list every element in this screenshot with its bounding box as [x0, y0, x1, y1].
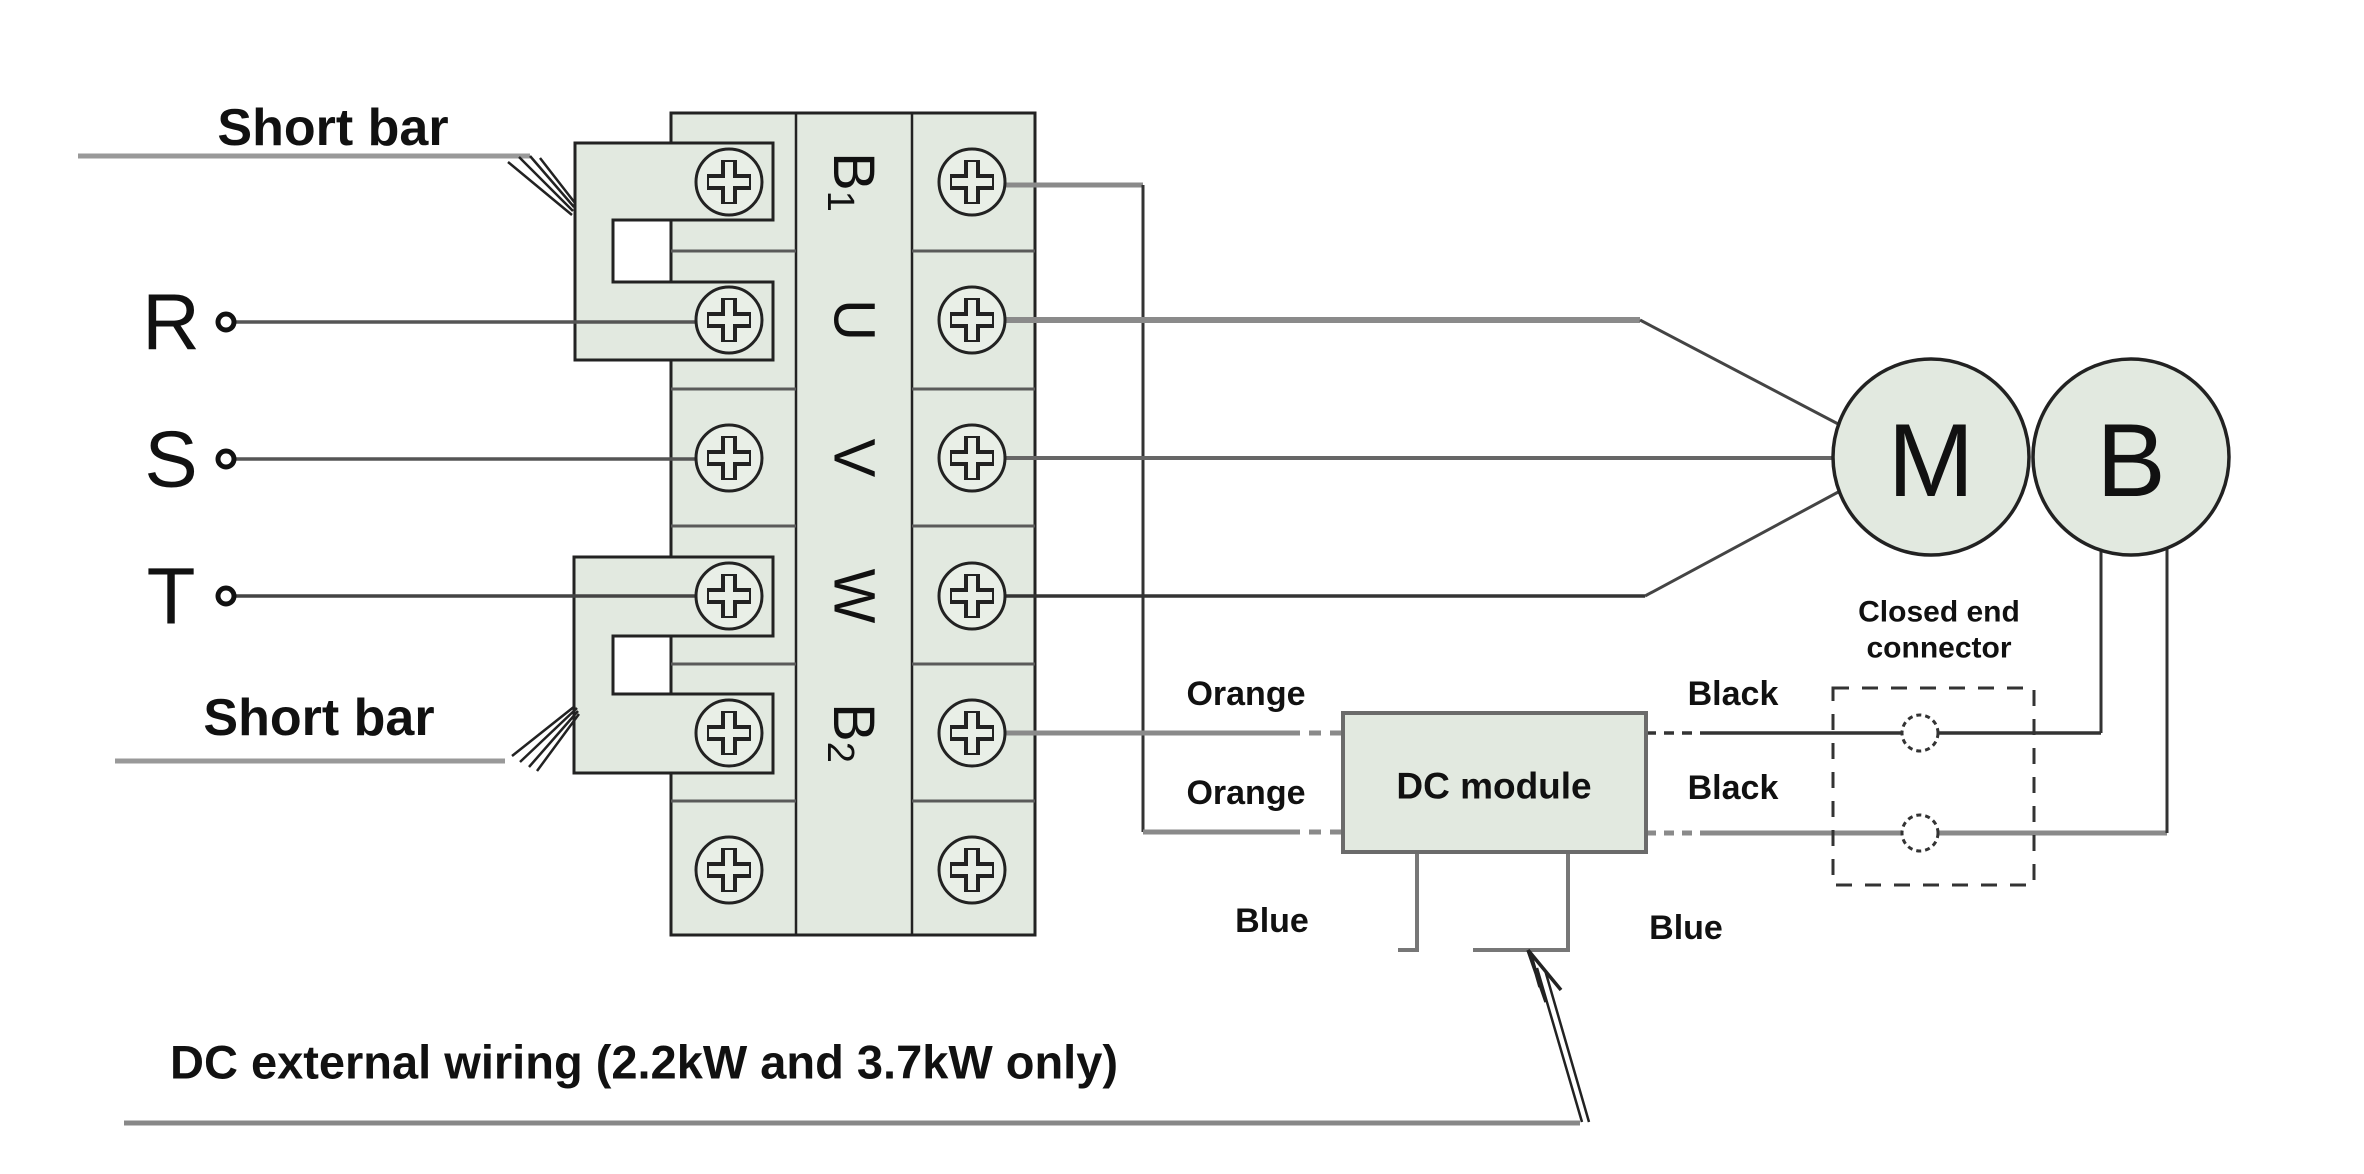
t-input-label: T [147, 552, 196, 641]
dc-module: DC module [1341, 711, 1648, 854]
diagram-labels: Short bar Short bar Orange Orange Black … [170, 99, 1778, 1089]
motor-and-brake: M B [1831, 357, 2231, 557]
screw-icon [696, 287, 762, 353]
brake-circle [2031, 357, 2231, 557]
motor-circle [1831, 357, 2031, 557]
black-wire-label-bottom: Black [1688, 769, 1779, 807]
orange-wire-label-bottom: Orange [1186, 774, 1305, 812]
screw-icon [939, 425, 1005, 491]
short-bar-top-label: Short bar [217, 99, 448, 157]
u-motor-wire-diagonal [1639, 318, 1843, 428]
terminal-label-v: V [822, 439, 887, 478]
terminal-label-b1: B1 [819, 152, 887, 212]
blue-wire-label-right: Blue [1649, 909, 1723, 947]
dc-module-box [1341, 711, 1648, 854]
r-input-label: R [142, 278, 200, 367]
wires [78, 153, 2169, 1126]
w-motor-wire-diagonal [1644, 488, 1843, 598]
annotation-arrows [507, 155, 1591, 1123]
closed-end-connector-box [1831, 686, 2036, 887]
closed-end-connector-label-line2: connector [1866, 632, 2011, 665]
short-bar-bottom-label: Short bar [203, 689, 434, 747]
closed-end-connector-bottom-circle [1900, 813, 1940, 853]
blue-wire-right [1473, 852, 1570, 952]
closed-end-connector-top-circle [1900, 713, 1940, 753]
black-wire-label-top: Black [1688, 675, 1779, 713]
bottom-caption: DC external wiring (2.2kW and 3.7kW only… [170, 1036, 1118, 1089]
brake-label: B [2096, 403, 2165, 519]
terminal-block-body [669, 111, 1037, 937]
t-terminal-dot [215, 585, 237, 607]
terminal-label-w: W [822, 569, 887, 624]
terminal-label-b2: B2 [819, 703, 887, 763]
s-input-label: S [144, 415, 197, 504]
dc-external-arrow-head [1526, 948, 1563, 1003]
screw-icon [696, 425, 762, 491]
short-bar-top-arrow [507, 155, 576, 216]
orange-wire-label-top: Orange [1186, 675, 1305, 713]
dc-module-label: DC module [1396, 766, 1591, 807]
screw-icon [939, 700, 1005, 766]
short-bar-bottom-arrow [511, 705, 581, 772]
closed-end-connector: Closed end connector [1831, 596, 2036, 887]
screw-icon [696, 837, 762, 903]
screw-icon [696, 563, 762, 629]
screw-icon [696, 700, 762, 766]
terminal-label-u: U [822, 299, 887, 341]
dc-external-arrow-shaft [1535, 967, 1591, 1123]
terminal-block-left-row-dividers [671, 249, 796, 803]
terminal-labels: B1 U V W B2 [819, 152, 887, 763]
terminal-block-right-row-dividers [912, 249, 1035, 803]
screw-icon [939, 287, 1005, 353]
screw-icon [939, 837, 1005, 903]
screw-icon [696, 149, 762, 215]
blue-wire-label-left: Blue [1235, 902, 1309, 940]
screw-icon [939, 563, 1005, 629]
closed-end-connector-label-line1: Closed end [1858, 596, 2020, 629]
screw-icon [939, 149, 1005, 215]
terminal-block [669, 111, 1037, 937]
r-terminal-dot [215, 311, 237, 333]
supply-inputs: R S T [142, 278, 237, 641]
blue-wire-left [1398, 852, 1419, 952]
s-terminal-dot [215, 448, 237, 470]
motor-label: M [1888, 403, 1975, 519]
